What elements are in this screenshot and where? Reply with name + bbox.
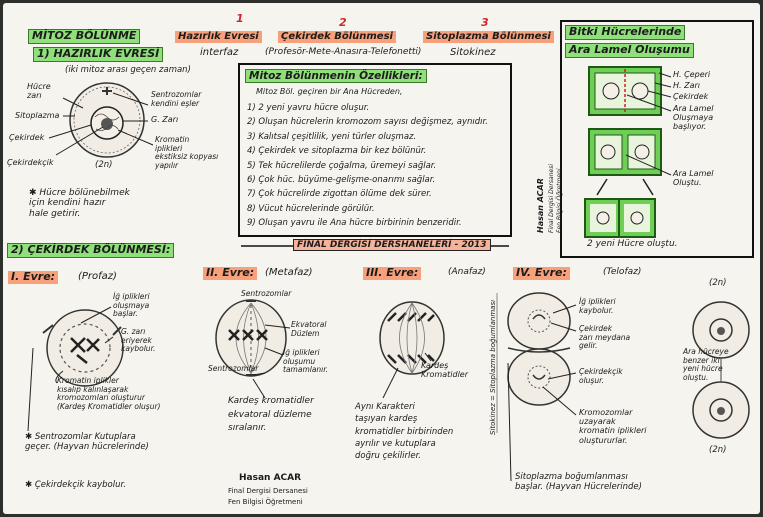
phase1-name: (Profaz)	[78, 271, 117, 282]
feature-item: 4) Çekirdek ve sitoplazma bir kez bölünü…	[247, 146, 427, 157]
phase1-label-gzari: G. zarı eriyerek kaybolur.	[121, 327, 156, 354]
features-box	[238, 63, 512, 237]
notes-page: MİTOZ BÖLÜNME 1 2 3 Hazırlık Evresi Çeki…	[3, 3, 760, 514]
phase2-name: (Metafaz)	[265, 267, 313, 278]
phase-number-2: 2	[339, 16, 347, 29]
plant-author: Hasan ACAR	[536, 178, 545, 233]
label-hucre-zari: Hücre zarı	[27, 82, 51, 101]
plant-label-ara-lamel-olustu: Ara Lamel Oluştu.	[673, 169, 714, 188]
phase2-label-ig: İğ iplikleri oluşumu tamamlanır.	[283, 348, 329, 375]
page-title: MİTOZ BÖLÜNME	[28, 29, 141, 44]
plant-label-h-ceperi: H. Çeperi	[673, 70, 711, 79]
daughter-ploidy-bottom: (2n)	[709, 445, 727, 455]
nucleus-title: 2) ÇEKİRDEK BÖLÜNMESİ:	[7, 243, 175, 258]
phase1-note-sentrozom: ✱ Sentrozomlar Kutuplara geçer. (Hayvan …	[25, 432, 149, 452]
phase-hazirlik: Hazırlık Evresi	[175, 31, 262, 43]
interfaz-label: interfaz	[200, 47, 239, 58]
plant-label-h-zari: H. Zarı	[673, 81, 700, 90]
features-title: Mitoz Bölünmenin Özellikleri:	[245, 69, 427, 84]
phase4-note: Sitoplazma boğumlanması başlar. (Hayvan …	[515, 472, 642, 492]
label-cekirdek: Çekirdek	[9, 133, 45, 142]
daughter-note: Ara hücreye benzer iki yeni hücre oluştu…	[683, 347, 729, 382]
phase1-label-kromatin: Kromatin iplikler kısalıp kalınlaşarak k…	[57, 376, 161, 411]
diagram-drawings	[27, 20, 754, 482]
metaphase-cell-drawing	[215, 299, 291, 399]
feature-item: 9) Oluşan yavru ile Ana hücre birbirinin…	[247, 218, 462, 229]
prep-subtitle: (iki mitoz arası geçen zaman)	[65, 65, 191, 75]
phase-cekirdek: Çekirdek Bölünmesi	[278, 31, 396, 43]
phase2-label-sentrozom-bottom: Sentrozomlar	[208, 364, 259, 373]
label-sentrozomlar: Sentrozomlar kendini eşler	[151, 90, 202, 108]
footer-line2: Final Dergisi Dersanesi	[228, 487, 308, 495]
plant-title-line1: Bitki Hücrelerinde	[565, 25, 686, 40]
footer-author: Hasan ACAR	[239, 473, 302, 483]
sitokinez-label: Sitokinez	[450, 47, 496, 58]
phase2-title: II. Evre:	[203, 266, 258, 280]
features-subtitle: Mitoz Böl. geçiren bir Ana Hücreden,	[256, 87, 403, 96]
anaphase-cell-drawing	[379, 301, 445, 399]
phase2-label-ekvatoral: Ekvatoral Düzlem	[291, 320, 327, 338]
feature-item: 3) Kalıtsal çeşitlilik, yeni türler oluş…	[247, 131, 417, 142]
prep-title: 1) HAZIRLIK EVRESİ	[33, 47, 164, 62]
label-sitoplazma: Sitoplazma	[15, 111, 60, 120]
daughter-cells-drawing	[692, 301, 750, 439]
phase3-title: III. Evre:	[363, 266, 422, 280]
phase4-label-ig: İğ iplikleri kaybolur.	[579, 297, 616, 315]
phase2-note: Kardeş kromatidler ekvatoral düzleme sır…	[228, 396, 314, 433]
label-cekirdekcik: Çekirdekçik	[7, 158, 54, 167]
interphase-cell-drawing	[48, 82, 154, 158]
phase1-note-cekirdekcik: ✱ Çekirdekçik kaybolur.	[25, 480, 126, 490]
phase3-label-kardes: Kardeş Kromatidler	[421, 361, 468, 380]
feature-item: 2) Oluşan hücrelerin kromozom sayısı değ…	[247, 117, 488, 128]
phase4-name: (Telofaz)	[603, 267, 642, 277]
plant-label-cekirdek: Çekirdek	[673, 92, 709, 101]
phase4-label-cekirdek-zari: Çekirdek zarı meydana gelir.	[579, 324, 631, 351]
prep-ploidy: (2n)	[95, 160, 113, 170]
feature-item: 7) Çok hücrelirde zigottan ölüme dek sür…	[247, 189, 432, 200]
phase1-title: I. Evre:	[8, 270, 59, 284]
plant-author-line3: Fen Bilgisi Öğretmeni	[556, 168, 563, 233]
phase4-side-label: Sitokinez = Sitoplazma boğumlanması	[489, 299, 497, 435]
label-g-zari: G. Zarı	[151, 115, 179, 124]
plant-label-ara-lamel: Ara Lamel Oluşmaya başlıyor.	[673, 104, 714, 132]
plant-author-line2: Final Dergisi Dersanesi	[548, 164, 555, 233]
phase4-label-kromozom: Kromozomlar uzayarak kromatin iplikleri …	[579, 408, 647, 445]
prep-note: ✱ Hücre bölünebilmek için kendini hazır …	[29, 188, 130, 219]
features-list: 1) 2 yeni yavru hücre oluşur. 2) Oluşan h…	[247, 101, 509, 231]
telophase-cell-drawing	[496, 292, 577, 482]
phase2-label-sentrozom-top: Sentrozomlar	[241, 289, 292, 298]
plant-cell-drawings	[584, 66, 672, 238]
plant-title-line2: Ara Lamel Oluşumu	[565, 43, 694, 58]
phase3-note: Aynı Karakteri taşıyan kardeş kromatidle…	[355, 402, 454, 462]
phase4-title: IV. Evre:	[513, 266, 570, 280]
mnemonic-label: (Profesör-Mete-Anasıra-Telefonetti)	[265, 47, 422, 57]
phase-number-3: 3	[481, 16, 489, 29]
phase-number-1: 1	[236, 12, 244, 25]
footer-line3: Fen Bilgisi Öğretmeni	[228, 498, 303, 506]
feature-item: 8) Vücut hücrelerinde görülür.	[247, 203, 375, 214]
phase1-label-ig: İğ iplikleri oluşmaya başlar.	[113, 292, 150, 319]
plant-result: 2 yeni Hücre oluştu.	[587, 239, 678, 249]
label-kromatin: Kromatin iplikleri ekstiksiz kopyası yap…	[155, 135, 219, 170]
feature-item: 1) 2 yeni yavru hücre oluşur.	[247, 103, 370, 113]
feature-item: 6) Çok hüc. büyüme-gelişme-onarımı sağla…	[247, 175, 436, 186]
phase4-label-cekirdekcik: Çekirdekçik oluşur.	[579, 367, 623, 385]
prophase-cell-drawing	[27, 306, 124, 432]
plant-box	[560, 20, 754, 258]
feature-item: 5) Tek hücrelilerde çoğalma, üremeyi sağ…	[247, 160, 437, 171]
phase3-name: (Anafaz)	[448, 267, 486, 277]
final-banner: FİNAL DERGİSİ DERSHANELERİ - 2013	[293, 239, 491, 252]
phase-sitoplazma: Sitoplazma Bölünmesi	[423, 31, 554, 43]
daughter-ploidy-top: (2n)	[709, 278, 727, 288]
